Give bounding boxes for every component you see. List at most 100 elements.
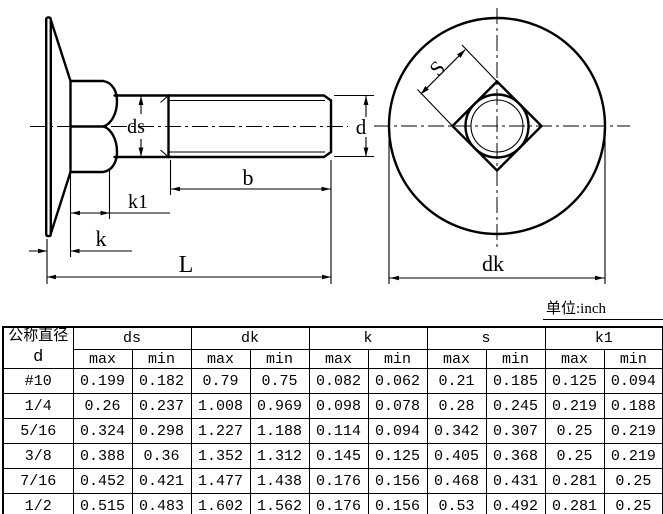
sub-header-max: max — [426, 349, 487, 369]
group-header-ds: ds — [72, 326, 192, 351]
table-cell: 0.79 — [190, 368, 251, 394]
table-cell: 0.405 — [426, 443, 487, 469]
bolt-front-view: S dk — [374, 8, 630, 284]
sub-header-max: max — [72, 349, 133, 369]
table-cell: 0.125 — [544, 368, 605, 394]
table-cell: 0.25 — [544, 443, 605, 469]
arrowhead — [138, 96, 144, 105]
table-cell: 0.078 — [367, 393, 428, 419]
dimension-label-d: d — [356, 115, 367, 139]
table-cell: 0.342 — [426, 418, 487, 444]
table-cell: 0.188 — [603, 393, 663, 419]
table-cell: 0.452 — [72, 468, 133, 494]
shank-circle — [464, 93, 530, 159]
corner-header-cell: 公称直径 d — [2, 326, 74, 369]
group-header-dk: dk — [190, 326, 310, 351]
arrowhead — [171, 186, 180, 192]
dimension-label-L: L — [179, 252, 194, 278]
table-cell: 0.468 — [426, 468, 487, 494]
table-cell: 0.421 — [131, 468, 192, 494]
table-cell: 0.114 — [308, 418, 369, 444]
row-nominal-diameter: 3/8 — [2, 443, 74, 469]
table-cell: 0.145 — [308, 443, 369, 469]
dimension-label-k: k — [96, 226, 107, 251]
sub-header-min: min — [367, 349, 428, 369]
table-cell: 0.515 — [72, 493, 133, 514]
table-cell: 0.26 — [72, 393, 133, 419]
corner-header-line2: d — [33, 347, 44, 367]
square-neck-upper-lobe — [101, 79, 119, 128]
table-cell: 0.307 — [485, 418, 546, 444]
square-neck-lower-lobe — [101, 125, 119, 174]
arrowhead — [595, 275, 604, 281]
square-neck-outline — [450, 79, 544, 173]
row-nominal-diameter: 7/16 — [2, 468, 74, 494]
corner-header-line1: 公称直径 — [8, 328, 69, 345]
row-nominal-diameter: 5/16 — [2, 418, 74, 444]
table-cell: 0.36 — [131, 443, 192, 469]
table-cell: 0.368 — [485, 443, 546, 469]
row-nominal-diameter: 1/2 — [2, 493, 74, 514]
table-cell: 0.431 — [485, 468, 546, 494]
head-outline-circle — [387, 16, 607, 236]
sub-header-min: min — [485, 349, 546, 369]
arrowhead — [363, 96, 369, 105]
table-cell: 1.602 — [190, 493, 251, 514]
bolt-technical-drawing: ds b k1 k L — [29, 8, 630, 284]
arrowhead — [138, 147, 144, 157]
table-cell: 0.094 — [603, 368, 663, 394]
table-cell: 0.062 — [367, 368, 428, 394]
table-cell: 1.188 — [249, 418, 310, 444]
group-header-s: s — [426, 326, 546, 351]
arrowhead — [38, 248, 47, 254]
head-cone-bottom — [49, 170, 72, 235]
table-cell: 0.094 — [367, 418, 428, 444]
arrowhead — [322, 274, 331, 280]
table-cell: 0.25 — [544, 418, 605, 444]
arrowhead — [100, 210, 110, 216]
table-cell: 0.199 — [72, 368, 133, 394]
sub-header-max: max — [544, 349, 605, 369]
table-cell: 0.492 — [485, 493, 546, 514]
arrowhead — [321, 186, 331, 192]
table-cell: 0.75 — [249, 368, 310, 394]
arrowhead — [390, 275, 399, 281]
sub-header-max: max — [308, 349, 369, 369]
dimension-label-b: b — [243, 165, 254, 190]
table-cell: 0.125 — [367, 443, 428, 469]
table-cell: 0.969 — [249, 393, 310, 419]
table-cell: 0.281 — [544, 468, 605, 494]
table-cell: 0.245 — [485, 393, 546, 419]
table-cell: 0.237 — [131, 393, 192, 419]
arrowhead — [420, 86, 429, 95]
table-cell: 1.008 — [190, 393, 251, 419]
table-cell: 0.483 — [131, 493, 192, 514]
table-cell: 0.176 — [308, 468, 369, 494]
table-cell: 1.562 — [249, 493, 310, 514]
sub-header-max: max — [190, 349, 251, 369]
group-header-k1: k1 — [544, 326, 663, 351]
head-flat-face — [45, 16, 52, 238]
row-nominal-diameter: #10 — [2, 368, 74, 394]
table-cell: 1.312 — [249, 443, 310, 469]
table-cell: 0.098 — [308, 393, 369, 419]
head-cone-top — [49, 19, 72, 83]
table-cell: 1.352 — [190, 443, 251, 469]
table-cell: 0.298 — [131, 418, 192, 444]
arrowhead — [363, 147, 369, 157]
table-cell: 0.156 — [367, 493, 428, 514]
arrowhead — [47, 274, 56, 280]
sub-header-min: min — [603, 349, 663, 369]
table-cell: 0.281 — [544, 493, 605, 514]
table-cell: 0.182 — [131, 368, 192, 394]
dimension-label-ds: ds — [127, 116, 145, 138]
table-cell: 0.185 — [485, 368, 546, 394]
table-cell: 1.438 — [249, 468, 310, 494]
unit-label: 单位:inch — [543, 300, 663, 320]
dimension-label-k1: k1 — [128, 191, 148, 213]
